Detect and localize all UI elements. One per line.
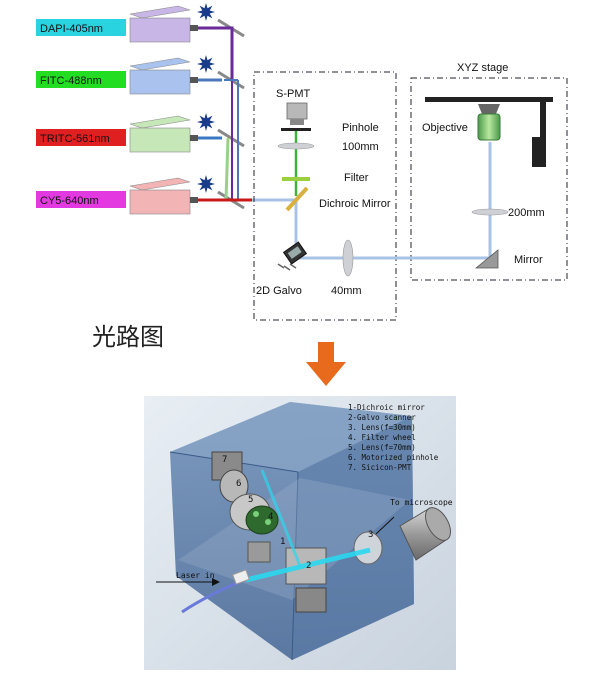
number-label: 5 <box>248 495 253 505</box>
label-pinhole: Pinhole <box>342 122 379 134</box>
label-to-microscope: To microscope <box>390 498 453 507</box>
xyz-stage-plate <box>425 97 553 167</box>
laser-source: DAPI-405nm <box>36 3 245 43</box>
down-arrow-icon <box>306 342 346 386</box>
label-pinhole-focal: 100mm <box>342 141 379 153</box>
spmt-detector <box>286 102 308 125</box>
legend-item: 6. Motorized pinhole <box>348 453 439 462</box>
legend-item: 1-Dichroic mirror <box>348 403 425 412</box>
laser-source: FITC-488nm <box>36 55 245 95</box>
laser-body-top <box>129 115 191 129</box>
number-label: 6 <box>236 479 241 489</box>
label-lens200: 200mm <box>508 207 545 219</box>
scan-head-box <box>253 71 397 321</box>
label-objective: Objective <box>422 122 468 134</box>
beam-combiner-paths <box>212 26 296 202</box>
laser-aperture <box>190 77 198 83</box>
laser-star-icon <box>197 113 215 131</box>
laser-label: TRITC-561nm <box>40 133 110 145</box>
laser-body <box>129 69 191 95</box>
laser-aperture <box>190 135 198 141</box>
filter-element <box>282 177 310 181</box>
laser-aperture <box>190 25 198 31</box>
dichroic-mirror-element <box>285 186 309 212</box>
mirror-prism <box>474 249 499 269</box>
laser-label: FITC-488nm <box>40 75 102 87</box>
lens-40mm <box>342 239 354 277</box>
legend-item: 2-Galvo scanner <box>348 413 416 422</box>
label-laser-in: Laser in <box>176 571 215 580</box>
laser-body-top <box>129 177 191 191</box>
label-galvo: 2D Galvo <box>256 285 302 297</box>
laser-body-top <box>129 57 191 71</box>
laser-aperture <box>190 197 198 203</box>
laser-star-icon <box>197 3 215 21</box>
laser-label: DAPI-405nm <box>40 23 103 35</box>
laser-source: CY5-640nm <box>36 175 245 215</box>
laser-body <box>129 189 191 215</box>
laser-source: TRITC-561nm <box>36 113 245 153</box>
laser-star-icon <box>197 175 215 193</box>
number-label: 3 <box>368 530 373 540</box>
laser-label-box <box>36 191 126 208</box>
label-lens40: 40mm <box>331 285 362 297</box>
pinhole-lens <box>277 142 315 150</box>
lens-200mm <box>471 208 509 216</box>
legend-item: 4. Filter wheel <box>348 433 416 442</box>
label-filter: Filter <box>344 172 369 184</box>
legend-item: 3. Lens(f=30mm) <box>348 423 416 432</box>
component-numbers: 1 2 3 4 5 6 7 <box>222 455 373 571</box>
laser-label: CY5-640nm <box>40 195 99 207</box>
laser-label-box <box>36 129 126 146</box>
laser-body-top <box>129 5 191 19</box>
number-label: 1 <box>280 537 285 547</box>
galvo-icon <box>277 241 308 271</box>
number-label: 2 <box>306 561 311 571</box>
number-label: 4 <box>268 512 273 522</box>
label-mirror: Mirror <box>514 254 543 266</box>
label-spmt: S-PMT <box>276 88 311 100</box>
label-stage-title: XYZ stage <box>457 62 508 74</box>
laser-label-box <box>36 19 126 36</box>
objective-icon <box>477 104 501 141</box>
laser-body <box>129 127 191 153</box>
xyz-stage-box <box>410 77 568 281</box>
scan-head-beams <box>294 130 492 260</box>
laser-body <box>129 17 191 43</box>
caption-text: 光路图 <box>92 323 164 351</box>
number-label: 7 <box>222 455 227 465</box>
legend-item: 7. Sicicon-PMT <box>348 463 412 472</box>
legend-item: 5. Lens(f=70mm) <box>348 443 416 452</box>
pinhole-plate <box>281 128 311 131</box>
laser-star-icon <box>197 55 215 73</box>
laser-label-box <box>36 71 126 88</box>
label-dichroic: Dichroic Mirror <box>319 198 391 210</box>
render-panel <box>144 396 456 670</box>
